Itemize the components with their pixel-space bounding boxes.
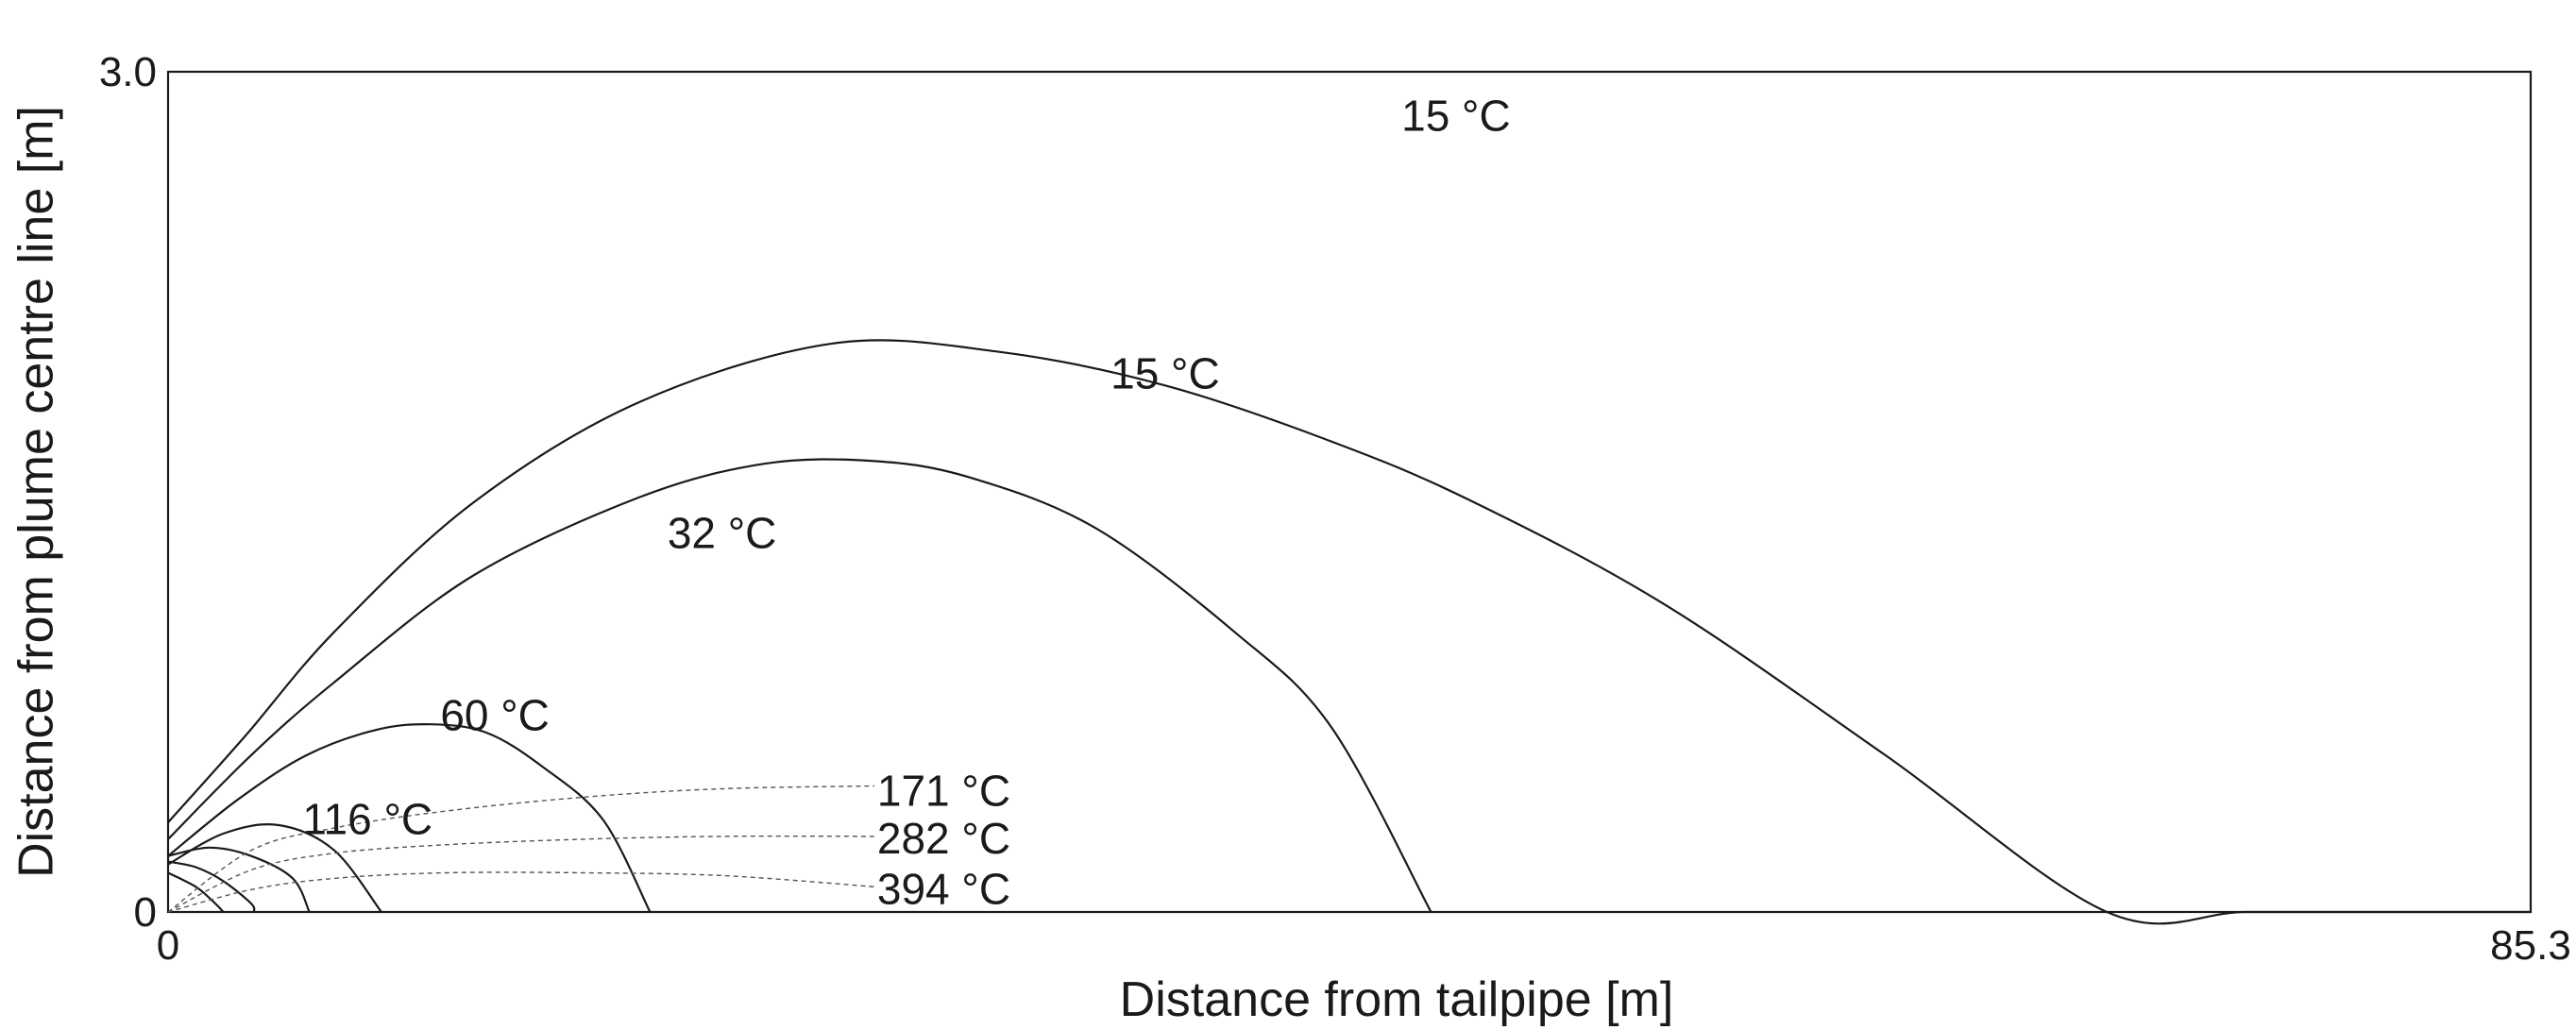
contour-label-5: 171 °C [877,767,1010,816]
x-axis: 0 85.3 Distance from tailpipe [m] [157,922,2571,1027]
isotherm-line-60-c [167,722,652,913]
isotherm-line-32-c [167,458,1432,913]
contour-label-4: 116 °C [302,794,432,843]
isotherm-line-15-c [167,339,2531,925]
x-axis-title: Distance from tailpipe [m] [1120,972,1674,1027]
contour-label-7: 394 °C [877,864,1010,913]
contour-label-6: 282 °C [877,814,1010,863]
x-tick-label-min: 0 [157,922,179,969]
isotherm-line-394-c [167,871,875,913]
isotherm-line-116-c [167,823,382,913]
plot-frame-group [166,70,2533,914]
y-axis-title: Distance from plume centre line [m] [9,106,64,878]
x-tick-label-max: 85.3 [2490,922,2571,969]
isotherm-line-unlabeled-5 [167,860,256,913]
y-tick-label-max: 3.0 [99,49,157,95]
isotherm-line-282-c [167,835,875,913]
isotherm-line-unlabeled-6 [167,871,225,913]
plot-frame [166,70,2533,914]
contour-label-0: 15 °C [1401,92,1511,141]
y-tick-label-min: 0 [134,889,157,936]
contour-label-1: 15 °C [1110,349,1220,398]
isotherm-line-171-c [167,785,875,913]
isotherm-line-unlabeled-4 [167,846,311,913]
y-axis: 0 3.0 Distance from plume centre line [m… [9,49,157,936]
series-group [167,339,2531,925]
contour-label-3: 60 °C [440,690,550,739]
contour-label-2: 32 °C [668,509,777,558]
